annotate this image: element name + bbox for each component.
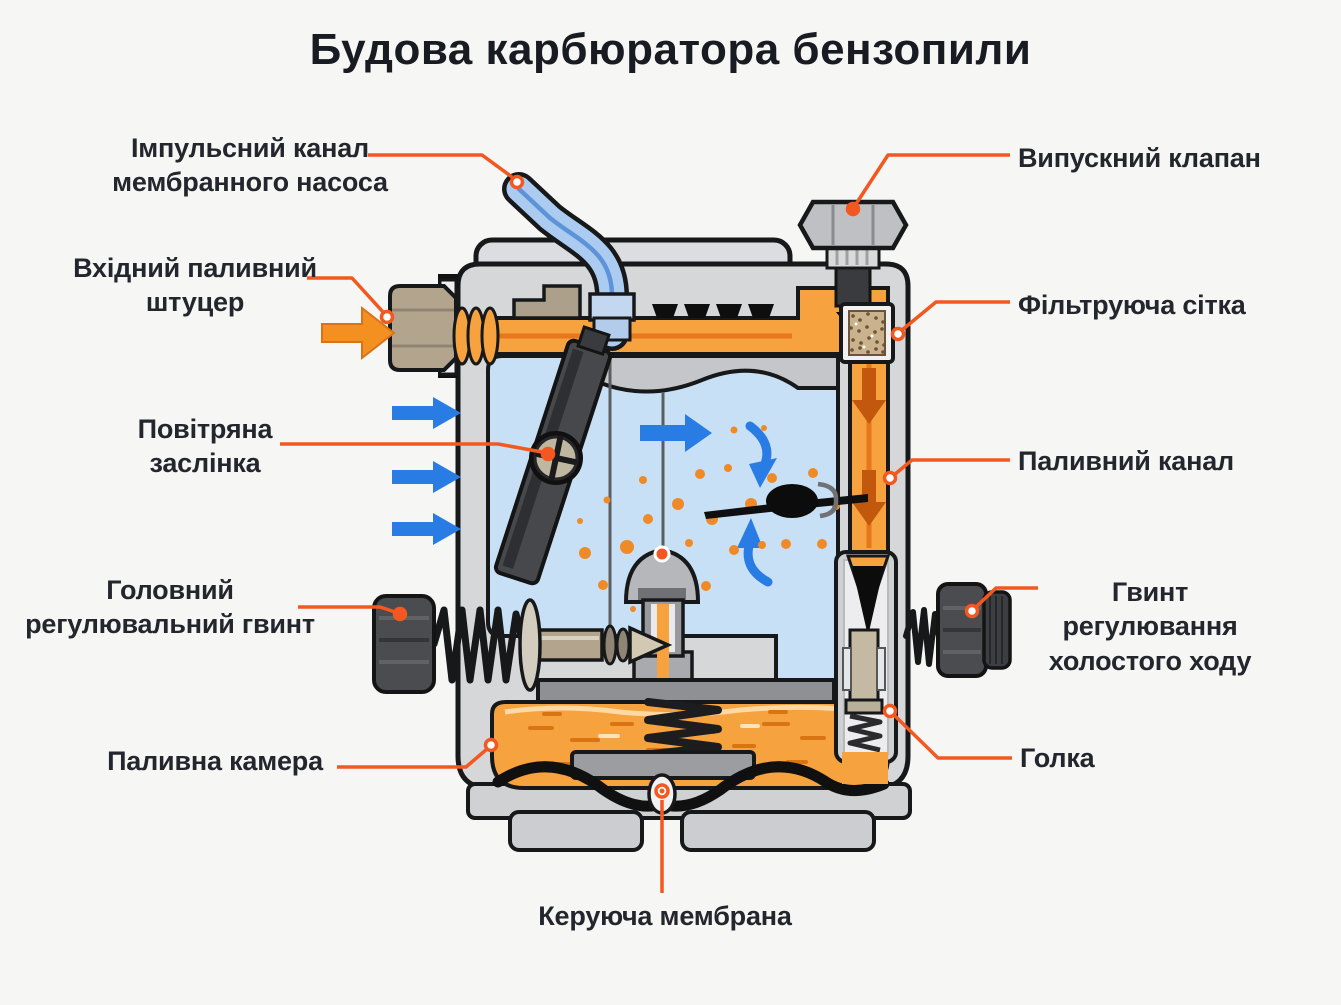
label-idle-screw: Гвинт регулювання холостого ходу xyxy=(1048,577,1252,676)
filter-mesh xyxy=(839,302,895,364)
impulse-pipe xyxy=(502,172,636,351)
label-impulse-channel: Імпульсний канал мембранного насоса xyxy=(112,133,388,198)
label-fuel-inlet: Вхідний паливний штуцер xyxy=(73,253,317,318)
needle-valve xyxy=(834,550,898,784)
idle-adjustment-screw xyxy=(903,582,1012,678)
label-air-damper: Повітряна заслінка xyxy=(137,414,273,479)
airflow-arrows xyxy=(392,397,777,587)
label-exhaust-valve: Випускний клапан xyxy=(1018,143,1261,173)
diagram-title: Будова карбюратора бензопили xyxy=(309,25,1032,74)
label-fuel-channel: Паливний канал xyxy=(1018,446,1234,476)
label-filter-mesh: Фільтруюча сітка xyxy=(1018,290,1246,320)
fuel-inlet-fitting xyxy=(388,274,500,378)
exhaust-valve-bolt xyxy=(797,199,909,308)
label-fuel-chamber: Паливна камера xyxy=(107,746,323,776)
label-main-screw: Головний регулювальний гвинт xyxy=(25,575,315,640)
inlet-flow-arrow-icon xyxy=(321,305,396,361)
main-adjustment-screw xyxy=(372,594,673,694)
leader-lines xyxy=(280,153,1038,893)
label-needle: Голка xyxy=(1020,743,1095,773)
label-control-membrane: Керуюча мембрана xyxy=(538,901,792,931)
throttle-plate xyxy=(704,481,868,519)
